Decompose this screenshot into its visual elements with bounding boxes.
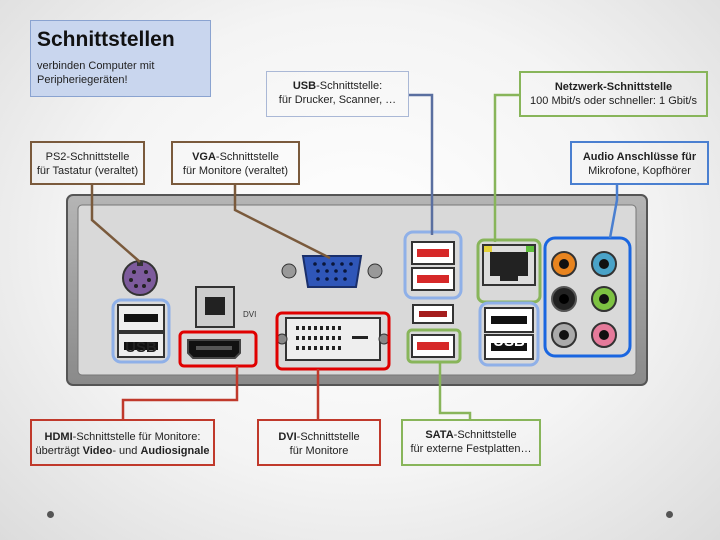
hdmi-highlight [178,330,258,368]
decor-dot-left [47,511,54,518]
dvi-callout-line2: für Monitore [289,445,349,457]
hdmi-strong: HDMI [44,431,73,443]
ps2-port-icon [122,260,158,296]
usb-callout-line2: für Drucker, Scanner, … [278,94,397,106]
sata-callout-line1: SATA-Schnittstelle [403,428,539,442]
hdmi-callout-line2: überträgt Video- und Audiosignale [32,444,213,458]
vga-callout-line2: für Monitore (veraltet) [182,165,289,177]
slide-title: Schnittstellen [37,28,175,51]
hdmi-callout: HDMI-Schnittstelle für Monitore: überträ… [30,419,215,466]
dvi-line1-rest: -Schnittstelle [296,431,360,443]
dvi-callout: DVI-Schnittstelle für Monitore [257,419,381,466]
connector-lines [90,93,619,419]
usb-port-icon [484,307,534,360]
vga-strong: VGA [192,151,216,163]
optical-port-icon [195,286,235,328]
esata-port-icon [411,304,455,358]
network-callout-line2: 100 Mbit/s oder schneller: 1 Gbit/s [530,95,697,107]
network-callout-line1: Netzwerk-Schnittstelle [554,81,673,93]
subtitle-line-2: Peripheriegeräten! [37,74,128,86]
usb-port-icon [411,241,455,291]
sata-strong: SATA [425,429,454,441]
usb-line1-rest: -Schnittstelle: [316,80,383,92]
slide-subtitle: verbinden Computer mit Peripheriegeräten… [37,59,204,87]
ps2-callout-line2: für Tastatur (veraltet) [36,165,139,177]
dvi-highlight [275,311,391,371]
hdmi-line1-rest: -Schnittstelle für Monitore: [72,431,201,443]
dvi-strong: DVI [278,431,297,443]
usb-callout-border [266,71,409,117]
dvi-callout-line1: DVI-Schnittstelle [259,430,379,444]
usb-callout-line1: USB-Schnittstelle: [266,79,409,93]
hdmi-line2-mid: - und [112,445,141,457]
hdmi-callout-line1: HDMI-Schnittstelle für Monitore: [32,430,213,444]
subtitle-line-1: verbinden Computer mit [37,60,155,72]
vga-port-icon [281,255,383,288]
hdmi-audio: Audiosignale [140,445,210,457]
usb-left-label: USB [125,339,157,356]
hdmi-port-icon [187,339,241,359]
sata-highlight [406,328,462,364]
audio-highlight [543,236,632,358]
ethernet-port-icon [482,244,536,286]
usb-strong: USB [292,80,317,92]
audio-jack-icon [551,251,617,348]
sata-callout: SATA-Schnittstelle für externe Festplatt… [401,419,541,466]
vga-line1-rest: -Schnittstelle [215,151,279,163]
vga-callout-line1: VGA-Schnittstelle [173,150,298,164]
usb-right-label: USB [493,333,525,350]
usb-port-icon [117,304,165,358]
sata-callout-line2: für externe Festplatten… [410,443,532,455]
usb-callout: USB-Schnittstelle: für Drucker, Scanner,… [266,71,409,117]
network-callout: Netzwerk-Schnittstelle 100 Mbit/s oder s… [519,71,708,117]
audio-callout: Audio Anschlüsse für Mikrofone, Kopfhöre… [570,141,709,185]
hdmi-video: Video [82,445,113,457]
ps2-callout: PS2-Schnittstelle für Tastatur (veraltet… [30,141,145,185]
usb-left-highlight [111,298,171,364]
audio-callout-line2: Mikrofone, Kopfhörer [588,165,691,177]
vga-callout: VGA-Schnittstelle für Monitore (veraltet… [171,141,300,185]
audio-callout-line1: Audio Anschlüsse für [582,151,697,163]
decor-dot-right [666,511,673,518]
sata-line1-rest: -Schnittstelle [453,429,517,441]
hdmi-line2-pre: überträgt [35,445,83,457]
dvi-panel-label: DVI [243,310,256,319]
title-box: Schnittstellen verbinden Computer mit Pe… [30,20,211,97]
ps2-callout-line1: PS2-Schnittstelle [45,151,130,163]
usb-right-highlight [478,301,540,367]
dvi-port-icon [276,317,390,361]
